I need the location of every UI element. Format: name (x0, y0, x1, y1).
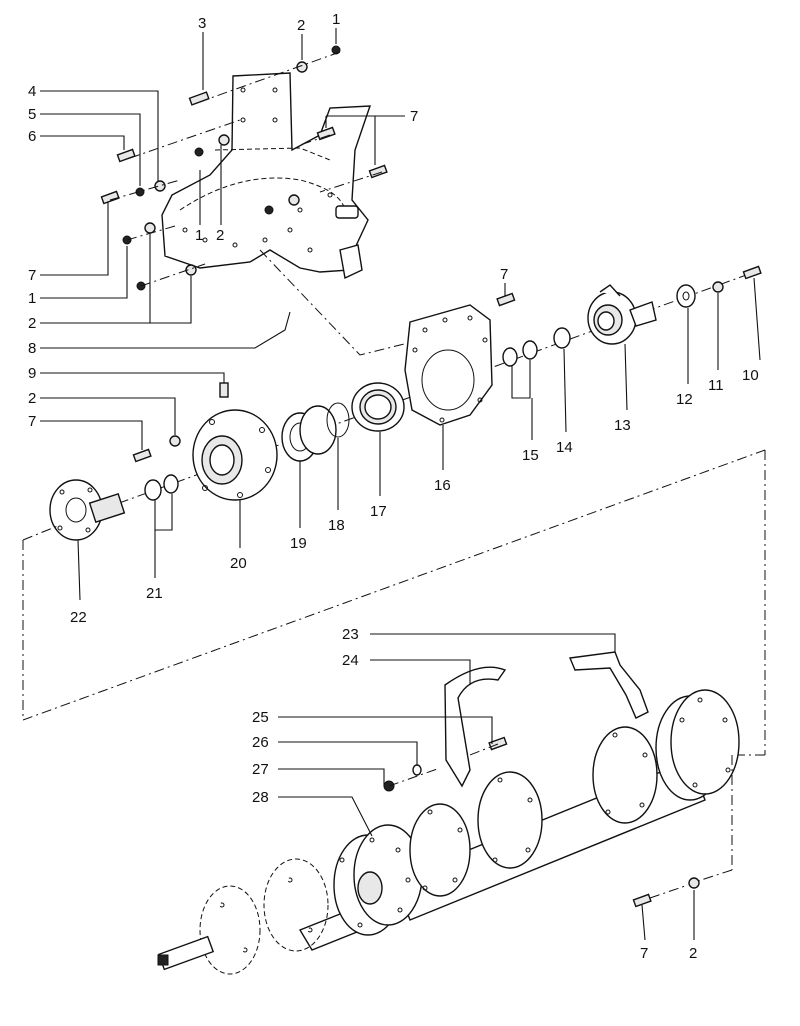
callout-17: 17 (370, 503, 387, 520)
callout-19: 19 (290, 535, 307, 552)
part-21-seal-rings (144, 474, 179, 501)
callout-4: 4 (28, 83, 36, 100)
callout-21: 21 (146, 585, 163, 602)
part-20-bearing-housing (192, 409, 278, 501)
callout-16: 16 (434, 477, 451, 494)
callout-13: 13 (614, 417, 631, 434)
callout-7-upper: 7 (500, 266, 508, 283)
drive-shaft-assembly (49, 265, 762, 541)
callout-24: 24 (342, 652, 359, 669)
callout-2-bracket: 2 (216, 227, 224, 244)
callout-22: 22 (70, 609, 87, 626)
part-17-bearing (351, 382, 405, 432)
part-13-coupling (587, 284, 657, 345)
callout-2-left: 2 (28, 315, 36, 332)
callout-25: 25 (252, 709, 269, 726)
callout-28: 28 (252, 789, 269, 806)
callout-7-left: 7 (28, 267, 36, 284)
callout-26: 26 (252, 734, 269, 751)
assembly-lines-top (109, 51, 421, 356)
callout-27: 27 (252, 761, 269, 778)
rotor-shaft-assembly (157, 651, 740, 975)
callout-3: 3 (198, 15, 206, 32)
part-22-flange (49, 479, 126, 541)
callout-10: 10 (742, 367, 759, 384)
callout-6: 6 (28, 128, 36, 145)
assembly-lines-middle (22, 449, 766, 756)
callout-1-left: 1 (28, 290, 36, 307)
part-16-mounting-plate (404, 304, 493, 426)
rotor-flange-discs (409, 689, 740, 897)
callout-5: 5 (28, 106, 36, 123)
callout-8: 8 (28, 340, 36, 357)
callout-20: 20 (230, 555, 247, 572)
callout-12: 12 (676, 391, 693, 408)
callout-2-top: 2 (297, 17, 305, 34)
callout-7-mid: 7 (28, 413, 36, 430)
part-28-flange-hub (333, 824, 423, 936)
part-23-blade (569, 651, 649, 719)
callout-14: 14 (556, 439, 573, 456)
part-15-seal-rings (502, 340, 538, 367)
callout-7-bottom: 7 (640, 945, 648, 962)
callout-18: 18 (328, 517, 345, 534)
callout-7-top-right: 7 (410, 108, 418, 125)
part-24-blade (444, 666, 507, 788)
callout-1-top: 1 (332, 11, 340, 28)
callout-labels: 1 2 3 4 5 6 7 1 2 7 1 2 8 9 2 7 7 10 11 … (28, 11, 759, 962)
callout-2-bottom: 2 (689, 945, 697, 962)
callout-23: 23 (342, 626, 359, 643)
callout-11: 11 (708, 377, 724, 394)
leader-lines (40, 28, 761, 941)
callout-9: 9 (28, 365, 36, 382)
callout-15: 15 (522, 447, 539, 464)
side-bracket-assembly (100, 45, 388, 291)
callout-2-mid: 2 (28, 390, 36, 407)
callout-1-bracket: 1 (195, 227, 203, 244)
